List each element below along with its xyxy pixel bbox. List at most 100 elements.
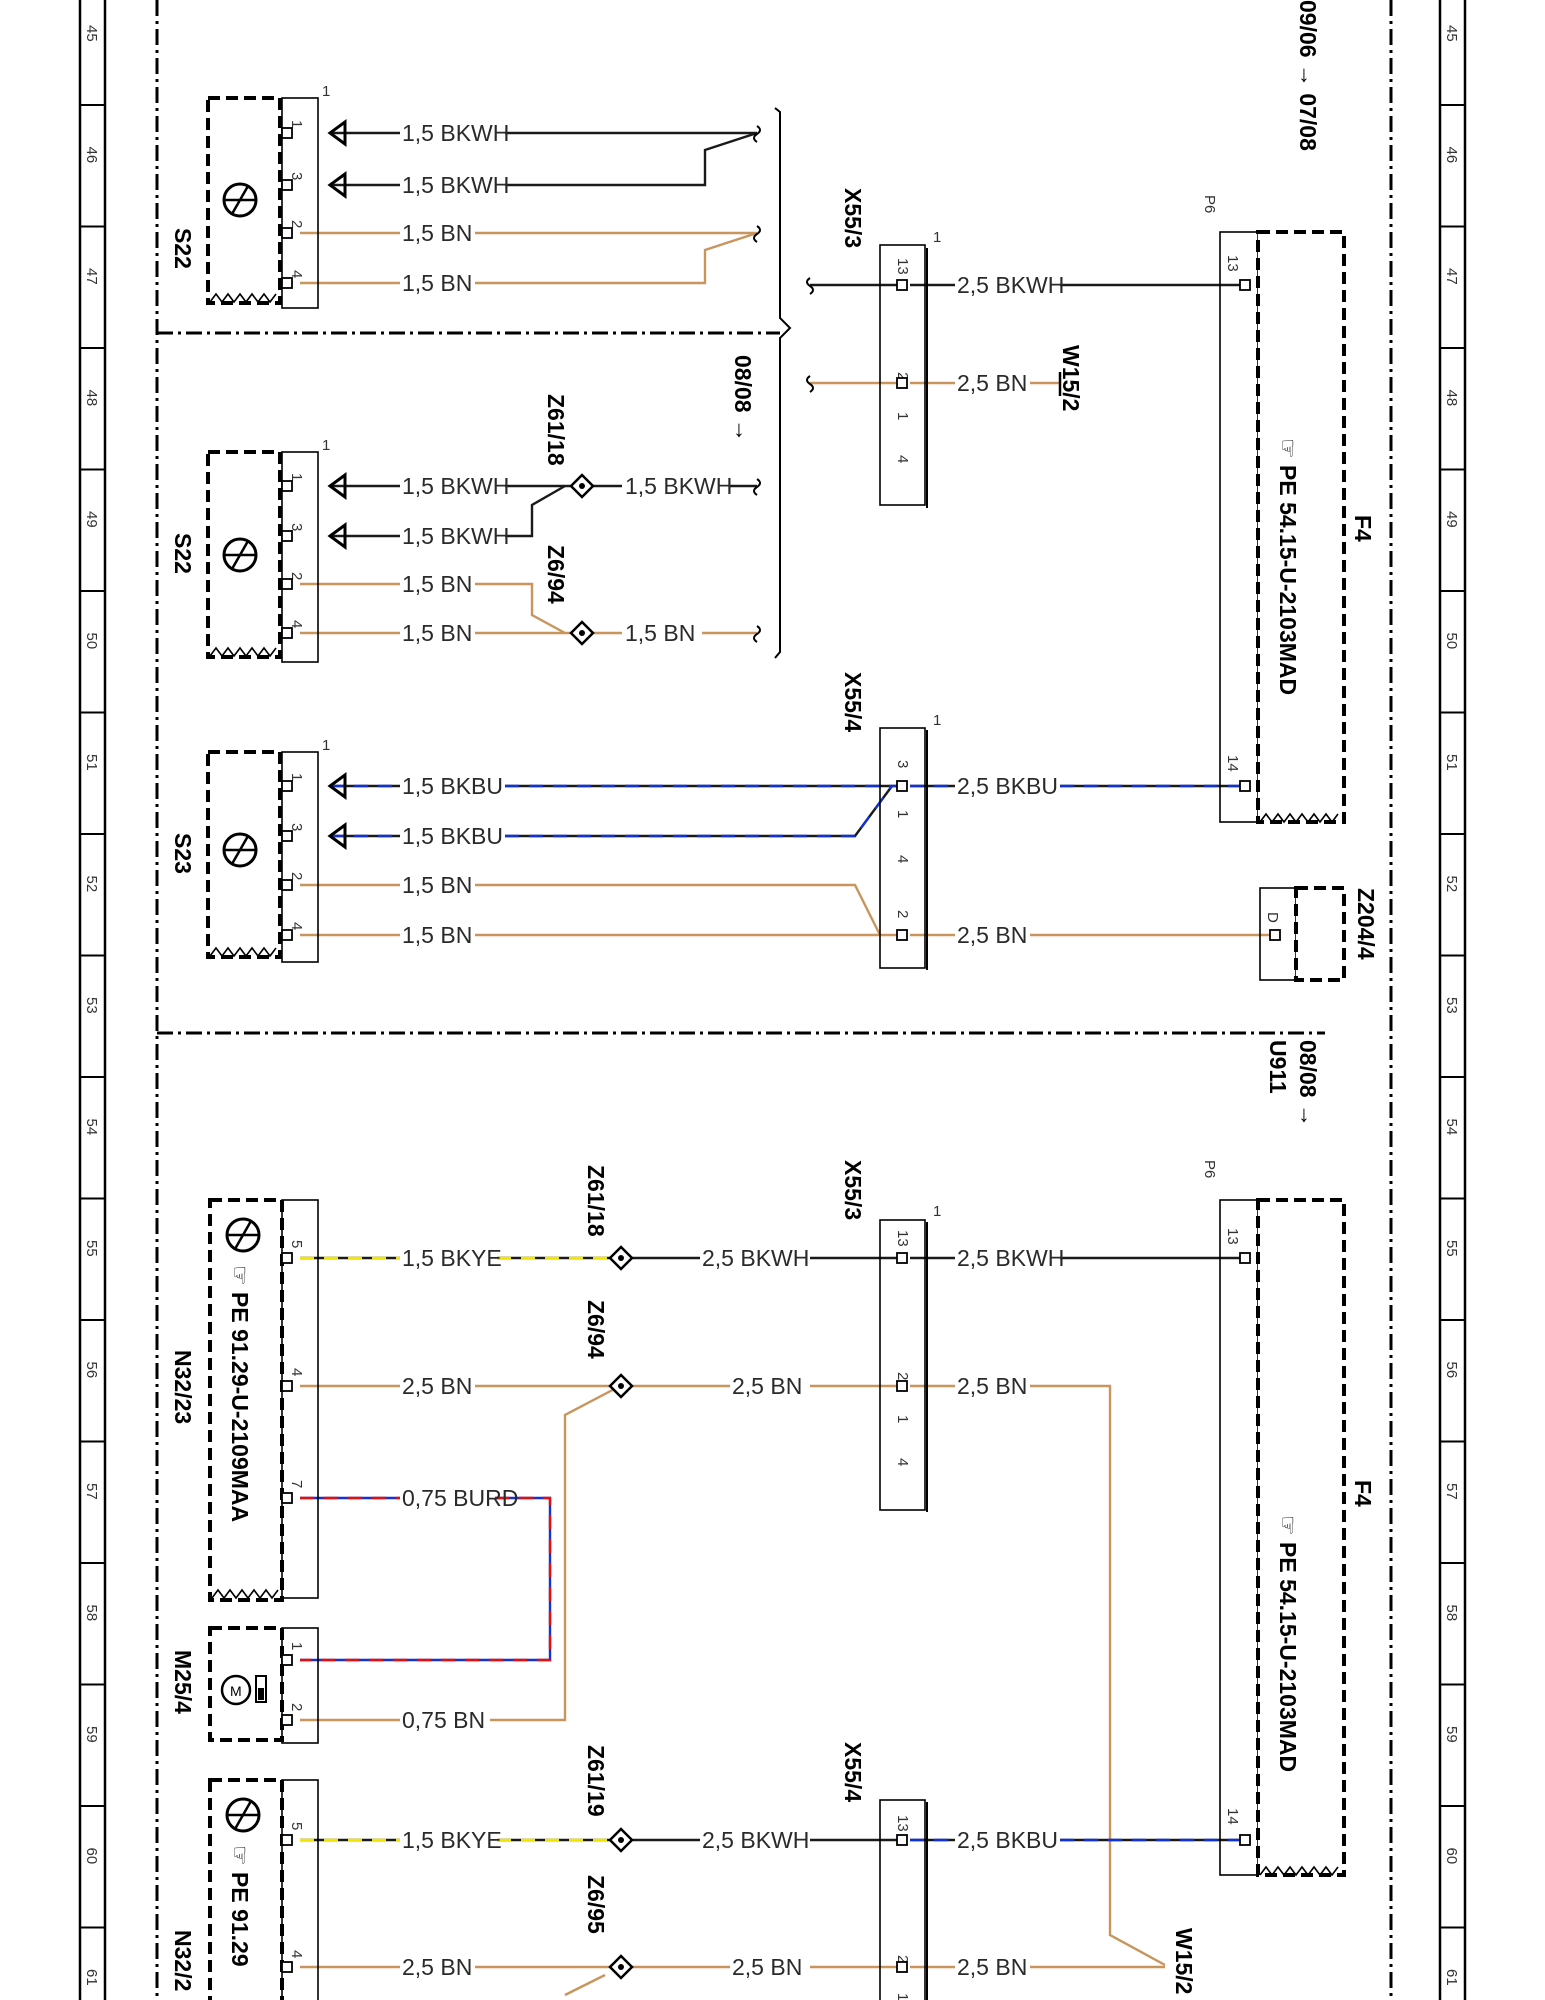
pin-number: 1 (288, 473, 305, 481)
wire (505, 785, 893, 838)
pin-number: 1 (933, 712, 941, 729)
switch-symbol-icon (222, 182, 258, 218)
pin-number: 5 (288, 1822, 305, 1830)
pin-number: 2 (288, 220, 305, 228)
splice-z6-94: Z6/94 (543, 545, 595, 646)
pin-number: 4 (894, 855, 911, 863)
wire (564, 1973, 606, 1997)
pin-number: 3 (288, 523, 305, 531)
ruler-number: 56 (1443, 1362, 1460, 1379)
component-label: S23 (170, 833, 196, 874)
pin-terminal (281, 179, 293, 191)
wire (505, 131, 758, 187)
pin-number: P6 (1201, 195, 1218, 213)
connector-label: X55/4 (840, 1742, 866, 1802)
wire-label: 1,5 BKBU (402, 773, 503, 799)
pin-number: 4 (288, 620, 305, 628)
left-ruler (78, 0, 107, 2000)
pin-terminal (281, 1654, 293, 1666)
ground-label: W15/2 (1058, 345, 1084, 411)
splice-z61-19: Z61/19 (583, 1745, 634, 1853)
pin-number: 1 (322, 437, 330, 454)
wire-label: 1,5 BKWH (402, 172, 509, 198)
wire-label: 1,5 BKYE (402, 1245, 502, 1271)
ruler-number: 58 (1443, 1605, 1460, 1622)
pin-number: 2 (288, 1703, 305, 1711)
pin-terminal (281, 127, 293, 139)
pin-number: 1 (288, 1642, 305, 1650)
pin-terminal (1239, 1252, 1251, 1264)
wire-label: 2,5 BN (732, 1373, 802, 1399)
switch-s22: S22 1 1 3 2 4 (170, 83, 330, 309)
pin-number: 13 (894, 1815, 911, 1832)
connector-x55-3: X55/3 1 13 2 1 4 (840, 188, 941, 508)
control-unit-f4: P6 13 14 F4 ☞ PE 54.15-U-2103MAD (1201, 1160, 1376, 1877)
connector-x55-4: X55/4 1 3 1 4 2 (840, 672, 941, 970)
pin-number: 4 (288, 270, 305, 278)
connector-x55-4: X55/4 13 2 1 (840, 1742, 928, 2000)
ruler-number: 50 (1443, 633, 1460, 650)
splice-label: Z61/19 (583, 1745, 609, 1817)
ruler-number: 48 (83, 390, 100, 407)
ruler-number: 49 (1443, 511, 1460, 528)
wire-label: 1,5 BKWH (402, 523, 509, 549)
wire-label: 2,5 BN (957, 922, 1027, 948)
pin-number: 13 (894, 258, 911, 275)
component-label: F4 (1350, 1480, 1376, 1507)
pin-terminal (896, 1961, 908, 1973)
wire-label: 1,5 BN (402, 220, 472, 246)
ruler-number: 57 (83, 1483, 100, 1500)
pin-number: 2 (894, 910, 911, 918)
splice-label: Z6/94 (583, 1300, 609, 1359)
ruler-number: 46 (83, 147, 100, 164)
pin-terminal (281, 1714, 293, 1726)
pin-terminal (281, 780, 293, 792)
connector-z204-4: D Z204/4 (1259, 886, 1379, 982)
pin-number: 14 (1224, 755, 1241, 772)
pin-number: 2 (288, 872, 305, 880)
ruler-number: 54 (1443, 1119, 1460, 1136)
validity-label: U911 (1265, 1040, 1291, 1094)
pin-terminal (896, 1834, 908, 1846)
pin-number: 3 (288, 172, 305, 180)
pin-terminal (281, 1492, 293, 1504)
splice-z61-18: Z61/18 (583, 1165, 634, 1271)
ruler-number: 52 (83, 876, 100, 893)
pin-number: 13 (1224, 1228, 1241, 1245)
wire-label: 1,5 BN (402, 872, 472, 898)
wire-label: 2,5 BKBU (957, 1827, 1058, 1853)
pin-terminal (281, 480, 293, 492)
splice-z61-18: Z61/18 (543, 394, 595, 499)
ruler-number: 47 (1443, 268, 1460, 285)
switch-symbol-icon (222, 537, 258, 573)
reference-text: ☞ PE 91.29-U-2109MAA (227, 1265, 253, 1522)
ruler-number: 45 (1443, 25, 1460, 42)
pin-terminal (281, 1834, 293, 1846)
pin-terminal (281, 227, 293, 239)
wire-label: 1,5 BN (402, 620, 472, 646)
wire-label: 1,5 BN (402, 922, 472, 948)
wire-label: 2,5 BN (957, 370, 1027, 396)
pin-terminal (896, 279, 908, 291)
connector-label: X55/3 (840, 1160, 866, 1220)
pin-number: D (1264, 912, 1281, 923)
splice-z6-95: Z6/95 (583, 1875, 634, 1980)
wire-label: 1,5 BKBU (402, 823, 503, 849)
ruler-number: 59 (1443, 1726, 1460, 1743)
wire (475, 582, 566, 635)
component-label: F4 (1350, 515, 1376, 542)
ruler-number: 61 (1443, 1969, 1460, 1986)
validity-label: 09/06 → 07/08 (1295, 0, 1321, 151)
wire-label: 2,5 BN (957, 1373, 1027, 1399)
wire-break-marks (753, 125, 814, 643)
pin-terminal (281, 1380, 293, 1392)
pin-number: 4 (288, 1950, 305, 1958)
pin-number: 1 (933, 1203, 941, 1220)
pin-number: 2 (288, 572, 305, 580)
pin-number: 1 (288, 773, 305, 781)
wire-label: 0,75 BN (402, 1707, 485, 1733)
ruler-number: 58 (83, 1605, 100, 1622)
pin-number: 1 (894, 1993, 911, 2000)
group-brace (774, 107, 792, 659)
ruler-number: 46 (1443, 147, 1460, 164)
